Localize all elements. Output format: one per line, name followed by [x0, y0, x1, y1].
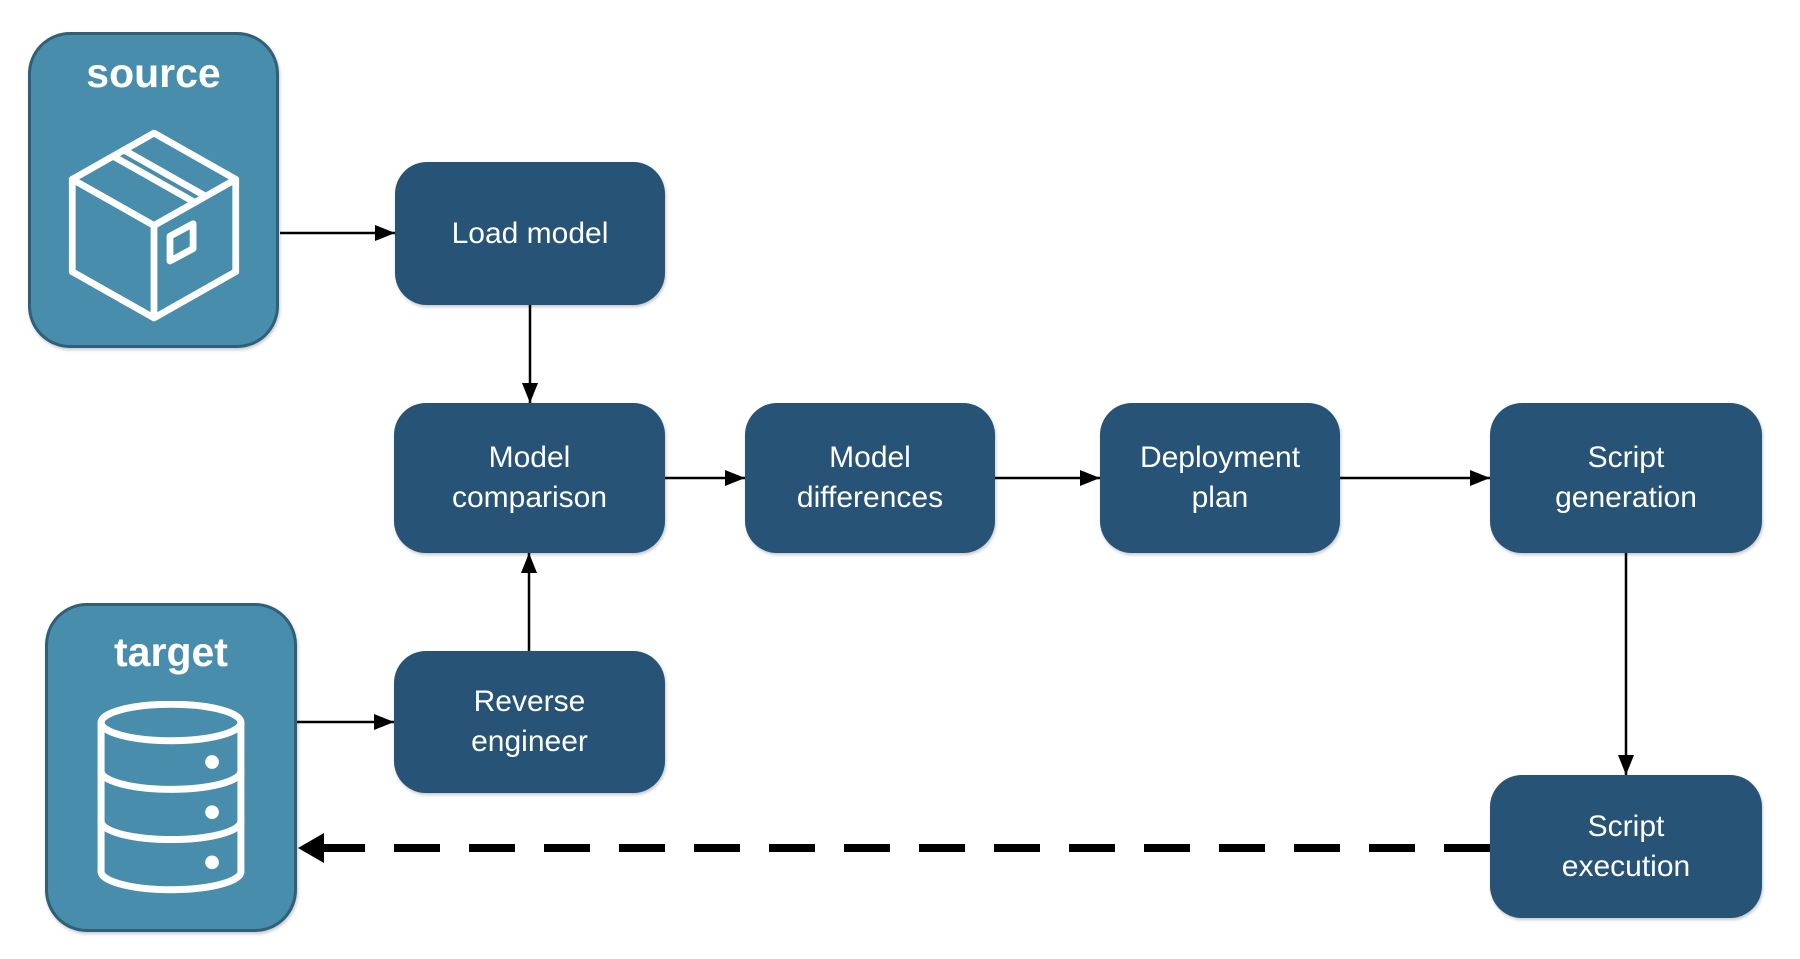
- model-comparison-label: Model comparison: [451, 441, 608, 514]
- node-load-model: Load model: [395, 162, 665, 305]
- reverse-engineer-label: Reverse engineer: [471, 685, 588, 758]
- script-generation-label: Script generation: [1555, 441, 1697, 514]
- node-model-comparison: Model comparison: [394, 403, 665, 553]
- database-icon: [97, 701, 245, 894]
- node-source: source: [28, 32, 279, 348]
- target-label: target: [114, 629, 228, 675]
- deployment-plan-label: Deployment plan: [1139, 441, 1301, 514]
- node-script-execution: Script execution: [1490, 775, 1762, 918]
- model-differences-label: Model differences: [796, 441, 944, 514]
- source-label: source: [86, 50, 221, 96]
- node-reverse-engineer: Reverse engineer: [394, 651, 665, 793]
- node-script-generation: Script generation: [1490, 403, 1762, 553]
- node-deployment-plan: Deployment plan: [1100, 403, 1340, 553]
- node-target: target: [45, 603, 297, 932]
- node-model-differences: Model differences: [745, 403, 995, 553]
- script-execution-label: Script execution: [1561, 809, 1691, 883]
- load-model-label: Load model: [451, 216, 609, 250]
- package-icon: [68, 129, 239, 322]
